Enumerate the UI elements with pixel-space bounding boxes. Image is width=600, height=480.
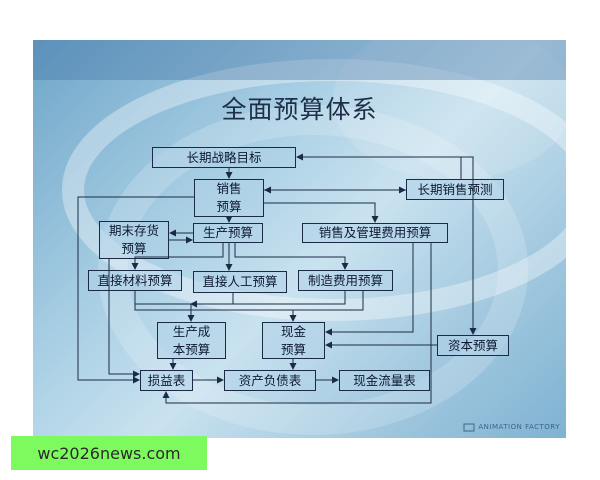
balance-sheet-label: 资产负债表 <box>238 372 302 388</box>
production-cost-budget-box: 生产成 本预算 <box>157 322 226 359</box>
selling-admin-budget-label: 销售及管理费用预算 <box>318 225 432 240</box>
watermark-text: wc2026news.com <box>37 443 181 463</box>
long-term-sales-forecast-box: 长期销售预测 <box>406 179 504 200</box>
manufacturing-overhead-budget-box: 制造费用预算 <box>298 270 393 291</box>
long-term-sales-forecast-label: 长期销售预测 <box>417 181 493 197</box>
animation-factory-logo: ANIMATION FACTORY <box>463 422 560 432</box>
sales-budget-label-line1: 销售 <box>216 181 242 196</box>
cash-flow-statement-label: 现金流量表 <box>353 372 416 388</box>
long-term-goal-label: 长期战略目标 <box>186 149 262 165</box>
logo-text: ANIMATION FACTORY <box>478 423 560 431</box>
manufacturing-overhead-budget-label: 制造费用预算 <box>307 272 383 288</box>
ending-inventory-label-line2: 预算 <box>121 241 147 256</box>
slide: 全面预算体系 长期战略目标 销售 预算 长期销售预测 期末存货 预算 生产预算 … <box>33 40 566 438</box>
production-cost-label-line1: 生产成 <box>172 323 211 339</box>
production-budget-label: 生产预算 <box>202 225 253 240</box>
watermark-banner: wc2026news.com <box>11 436 207 470</box>
sales-budget-label-line2: 预算 <box>216 199 242 214</box>
income-statement-label: 损益表 <box>147 372 186 388</box>
sales-budget-box: 销售 预算 <box>194 179 264 217</box>
cash-flow-statement-box: 现金流量表 <box>339 370 430 391</box>
cash-budget-label-line2: 预算 <box>280 341 306 357</box>
direct-labor-budget-box: 直接人工预算 <box>193 271 287 293</box>
cash-budget-label-line1: 现金 <box>280 323 306 339</box>
direct-material-budget-label: 直接材料预算 <box>97 272 173 288</box>
long-term-goal-box: 长期战略目标 <box>152 147 296 168</box>
income-statement-box: 损益表 <box>140 370 193 391</box>
direct-labor-budget-label: 直接人工预算 <box>202 274 278 289</box>
cash-budget-box: 现金 预算 <box>262 322 325 359</box>
selling-admin-budget-box: 销售及管理费用预算 <box>302 223 448 243</box>
ending-inventory-label-line1: 期末存货 <box>108 223 159 238</box>
direct-material-budget-box: 直接材料预算 <box>88 270 182 291</box>
production-cost-label-line2: 本预算 <box>172 341 211 357</box>
capital-budget-box: 资本预算 <box>437 335 509 356</box>
production-budget-box: 生产预算 <box>193 223 263 243</box>
diagram-title: 全面预算体系 <box>221 95 378 124</box>
balance-sheet-box: 资产负债表 <box>224 370 316 391</box>
ending-inventory-box: 期末存货 预算 <box>99 221 169 259</box>
logo-icon <box>463 423 475 432</box>
capital-budget-label: 资本预算 <box>447 337 498 353</box>
